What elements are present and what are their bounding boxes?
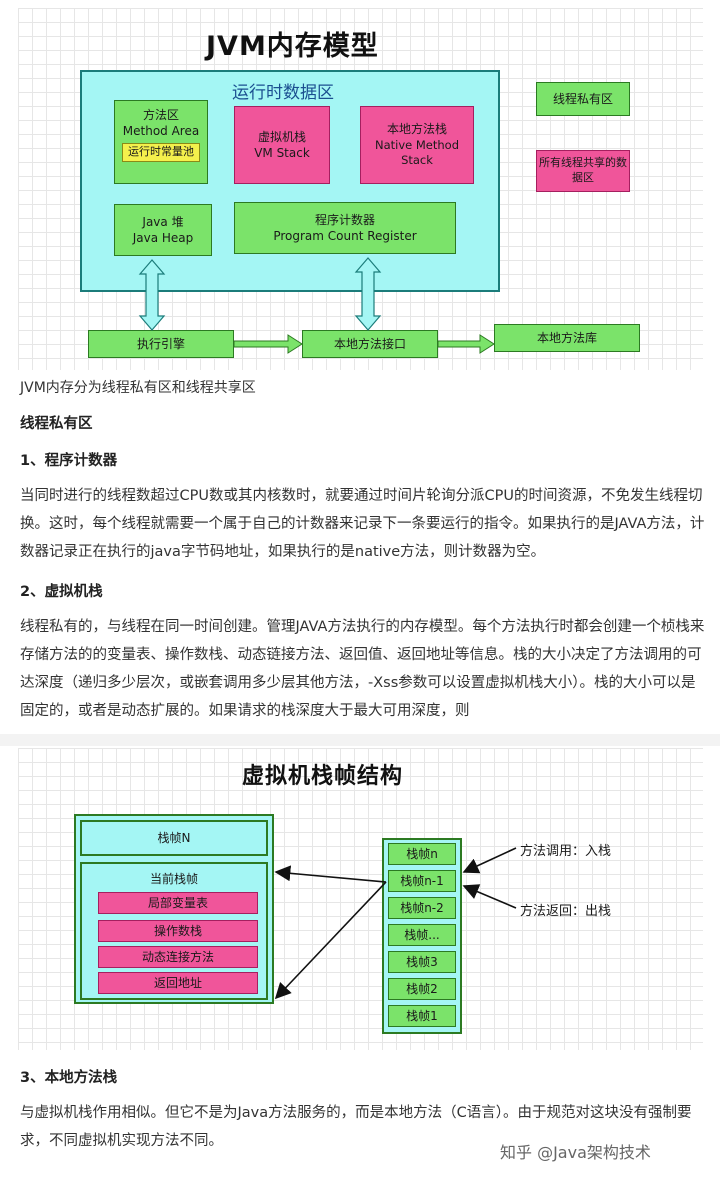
heading-native-stack: 3、本地方法栈	[20, 1070, 118, 1086]
stack-frame-n-1: 栈帧n-1	[388, 870, 456, 892]
stack-arrows	[274, 847, 517, 1000]
arrow-to-frame-n	[274, 865, 387, 883]
diagram-arrows	[138, 257, 495, 354]
pc-interface-arrow	[354, 257, 382, 331]
stack-frame-3: 栈帧3	[388, 951, 456, 973]
image-separator	[0, 734, 720, 746]
current-frame-label: 当前栈帧	[149, 872, 198, 886]
jvm-memory-diagram: JVM内存模型 运行时数据区 方法区 Method Area 运行时常量池 虚拟…	[18, 8, 703, 370]
program-counter-box: 程序计数器 Program Count Register	[234, 202, 456, 254]
return-address: 返回地址	[98, 972, 258, 994]
method-area-cn: 方法区	[142, 108, 179, 122]
operand-stack: 操作数栈	[98, 920, 258, 942]
native-method-stack-box: 本地方法栈 Native Method Stack	[360, 106, 474, 184]
heading-vm-stack: 2、虚拟机栈	[20, 584, 103, 600]
paragraph-program-counter: 当同时进行的线程数超过CPU数或其内核数时，就要通过时间片轮询分派CPU的时间资…	[20, 488, 705, 560]
native-library-box: 本地方法库	[494, 324, 640, 352]
paragraph-vm-stack: 线程私有的，与线程在同一时间创建。管理JAVA方法执行的内存模型。每个方法执行时…	[20, 619, 705, 719]
diagram-title: JVM内存模型	[206, 31, 379, 62]
engine-interface-arrow	[233, 334, 303, 354]
stack-frame-n: 栈帧n	[388, 843, 456, 865]
constant-pool-box: 运行时常量池	[122, 143, 200, 163]
runtime-data-area-label: 运行时数据区	[232, 83, 334, 103]
stack-frame-2: 栈帧2	[388, 978, 456, 1000]
local-variable-table: 局部变量表	[98, 892, 258, 914]
pop-label: 方法返回：出栈	[520, 904, 612, 919]
java-heap-cn: Java 堆	[142, 214, 184, 229]
program-counter-en: Program Count Register	[273, 229, 417, 243]
paragraph-native-stack: 与虚拟机栈作用相似。但它不是为Java方法服务的，而是本地方法（C语言）。由于规…	[20, 1105, 692, 1149]
legend-thread-private: 线程私有区	[536, 82, 630, 116]
vm-stack-box: 虚拟机栈 VM Stack	[234, 106, 330, 184]
heap-engine-arrow	[138, 259, 166, 331]
java-heap-en: Java Heap	[132, 231, 194, 245]
native-interface-box: 本地方法接口	[302, 330, 438, 358]
interface-library-arrow	[437, 334, 495, 354]
article-section-1: JVM内存分为线程私有区和线程共享区 线程私有区 1、程序计数器 当同时进行的线…	[20, 374, 708, 725]
vm-stack-cn: 虚拟机栈	[257, 129, 306, 144]
stack-frame-1: 栈帧1	[388, 1005, 456, 1027]
section-heading-private: 线程私有区	[20, 416, 93, 432]
stack-diagram-title: 虚拟机栈帧结构	[242, 764, 404, 789]
dynamic-linking: 动态连接方法	[98, 946, 258, 968]
heading-program-counter: 1、程序计数器	[20, 453, 118, 469]
push-label: 方法调用：入栈	[520, 844, 612, 859]
diagram-caption: JVM内存分为线程私有区和线程共享区	[20, 380, 256, 396]
stack-frame-n-2: 栈帧n-2	[388, 897, 456, 919]
execution-engine-box: 执行引擎	[88, 330, 234, 358]
native-stack-en: Native Method Stack	[374, 137, 460, 168]
pop-arrow	[462, 884, 517, 909]
native-stack-cn: 本地方法栈	[386, 122, 447, 137]
java-heap-box: Java 堆 Java Heap	[114, 204, 212, 256]
program-counter-cn: 程序计数器	[314, 212, 375, 227]
stack-frame-diagram: 虚拟机栈帧结构 栈帧N 当前栈帧 局部变量表 操作数栈 动态连接方法 返回地址 …	[18, 748, 703, 1050]
legend-thread-shared: 所有线程共享的数据区	[536, 150, 630, 192]
article-section-2: 3、本地方法栈 与虚拟机栈作用相似。但它不是为Java方法服务的，而是本地方法（…	[20, 1066, 708, 1155]
stack-frame-ellipsis: 栈帧...	[388, 924, 456, 946]
method-area-box: 方法区 Method Area 运行时常量池	[114, 100, 208, 184]
frame-n-box: 栈帧N	[80, 820, 268, 856]
method-area-en: Method Area	[122, 124, 200, 139]
zhihu-watermark: 知乎 @Java架构技术	[500, 1139, 651, 1163]
vm-stack-en: VM Stack	[254, 146, 310, 160]
arrow-to-current-frame	[274, 881, 387, 1000]
push-arrow	[462, 847, 517, 874]
